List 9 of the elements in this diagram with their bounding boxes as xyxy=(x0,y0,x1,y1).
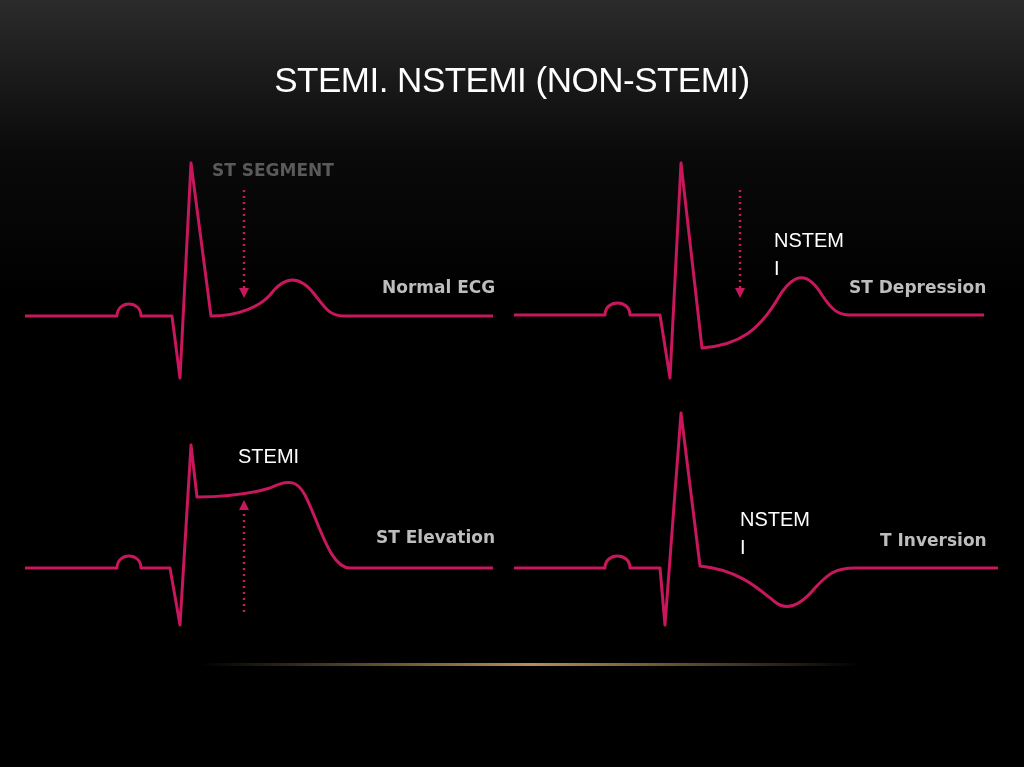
title: STEMI. NSTEMI (NON-STEMI) xyxy=(273,60,751,100)
annotation: STEMI xyxy=(238,444,300,468)
annotation: NSTEMI xyxy=(740,507,810,560)
trace-label: T Inversion xyxy=(880,530,987,551)
trace-label: ST Elevation xyxy=(376,527,496,548)
trace-label: Normal ECG xyxy=(382,277,496,298)
annotation: NSTEMI xyxy=(774,228,844,281)
trace-label: ST Depression xyxy=(849,277,987,298)
annotation: ST SEGMENT xyxy=(212,160,334,181)
